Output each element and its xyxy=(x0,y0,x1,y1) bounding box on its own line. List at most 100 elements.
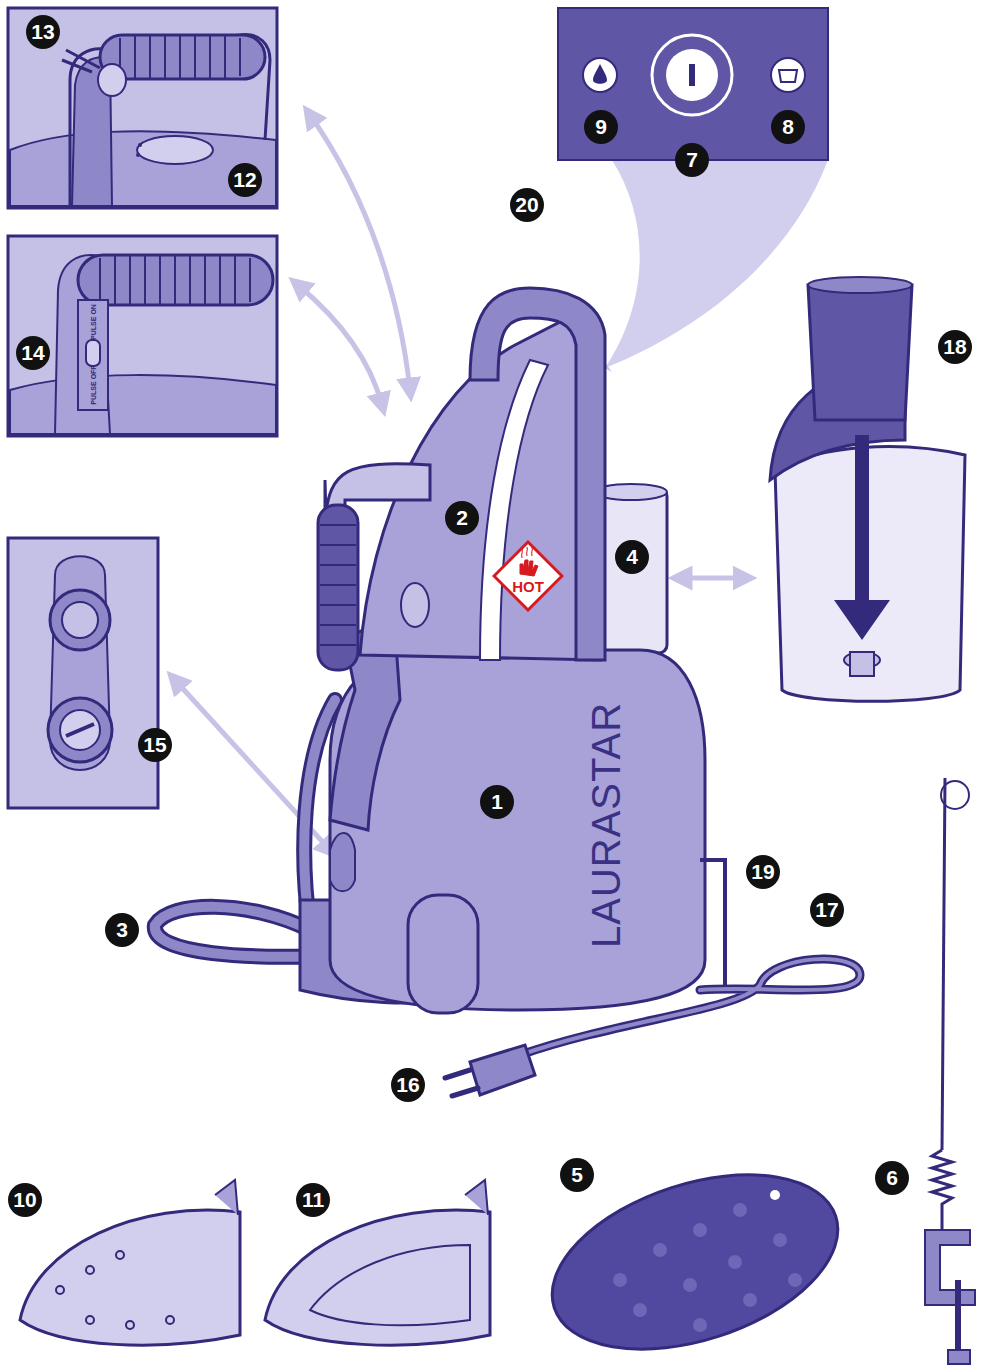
callout-number: 1 xyxy=(480,785,514,819)
soleplates-part xyxy=(215,1180,238,1215)
handle-inset-pulse-part xyxy=(100,255,250,305)
control-panel-part xyxy=(689,64,695,86)
filter-container xyxy=(770,277,965,701)
iron-part xyxy=(480,360,548,660)
callout-number: 11 xyxy=(296,1183,330,1217)
switch-label: PULSE OFF xyxy=(90,365,97,404)
warning-diamond-shape xyxy=(492,540,564,612)
silicone-mat-part xyxy=(733,1203,747,1217)
valve-inset-part xyxy=(50,590,110,650)
soleplates-part xyxy=(116,1251,124,1259)
filter-container-part xyxy=(775,447,965,702)
callout-number: 19 xyxy=(746,855,780,889)
handle-inset-top-part xyxy=(136,153,140,157)
iron-part xyxy=(470,288,605,660)
power-cord-part xyxy=(445,1070,478,1096)
handle-inset-top-part xyxy=(138,143,142,147)
handle-inset-pulse-part xyxy=(86,340,100,366)
silicone-mat-part xyxy=(693,1223,707,1237)
callout-number: 2 xyxy=(445,501,479,535)
soleplates-part xyxy=(56,1286,64,1294)
control-panel-part xyxy=(558,8,828,160)
handle-inset-pulse-part xyxy=(78,300,108,410)
callout-number: 4 xyxy=(615,540,649,574)
callout-number: 5 xyxy=(560,1158,594,1192)
silicone-mat-part xyxy=(693,1318,707,1332)
valve-inset-part xyxy=(60,710,100,750)
hose-clamp-part xyxy=(925,1230,975,1305)
iron-part xyxy=(401,583,429,627)
control-panel-part xyxy=(583,58,617,92)
handle-inset-top-part xyxy=(8,8,277,208)
callout-number: 18 xyxy=(938,330,972,364)
callout-number: 17 xyxy=(810,893,844,927)
warning-text: HOT xyxy=(492,578,564,595)
callout-number: 10 xyxy=(8,1183,42,1217)
control-panel xyxy=(558,8,828,160)
filter-container-part xyxy=(850,652,874,676)
pointer-arrows-part xyxy=(298,285,382,405)
handle-inset-top-part xyxy=(120,35,240,79)
control-panel-part xyxy=(593,64,607,84)
power-cord-part xyxy=(520,959,860,1055)
pointer-arrows-part xyxy=(680,576,745,581)
callout-number: 16 xyxy=(391,1068,425,1102)
callout-number: 14 xyxy=(16,336,50,370)
silicone-mat-part xyxy=(788,1273,802,1287)
soleplates-part xyxy=(166,1316,174,1324)
control-panel-part xyxy=(652,35,732,115)
callout-number: 13 xyxy=(26,15,60,49)
callout-number: 6 xyxy=(875,1161,909,1195)
hose-clamp xyxy=(925,778,975,1364)
valve-inset-part xyxy=(66,724,94,736)
soleplates-part xyxy=(465,1180,488,1215)
soleplates-part xyxy=(20,1210,240,1345)
iron xyxy=(318,288,605,830)
silicone-mat xyxy=(530,1142,860,1368)
iron-part xyxy=(318,505,358,670)
panel-pointer xyxy=(590,160,828,372)
soleplates-part xyxy=(265,1210,490,1345)
valve-inset xyxy=(8,538,158,808)
warning-diamond: HOT xyxy=(492,540,564,612)
iron-part xyxy=(320,525,356,645)
silicone-mat-part xyxy=(633,1303,647,1317)
pointer-arrows-part xyxy=(310,115,410,390)
filter-container-part xyxy=(834,435,890,640)
handle-inset-top-part xyxy=(137,136,213,164)
hose-clamp-part xyxy=(955,1280,961,1360)
silicone-mat-part xyxy=(773,1233,787,1247)
power-cord xyxy=(445,959,860,1096)
handle-inset-top-part xyxy=(10,131,276,206)
silicone-mat-part xyxy=(683,1278,697,1292)
soleplates xyxy=(20,1180,490,1345)
panel-pointer-part xyxy=(605,160,828,368)
soleplates-part xyxy=(310,1245,470,1325)
control-panel-part xyxy=(666,49,718,101)
hose-clamp-part xyxy=(948,1350,970,1364)
callout-number: 8 xyxy=(771,110,805,144)
soleplates-part xyxy=(86,1316,94,1324)
handle-inset-pulse-part xyxy=(8,236,277,436)
callout-number: 20 xyxy=(510,188,544,222)
warning-diamond-outline xyxy=(494,542,562,610)
base-unit-part xyxy=(330,833,355,891)
valve-inset-part xyxy=(48,698,112,762)
handle-inset-top xyxy=(8,8,277,208)
base-unit-part xyxy=(700,860,725,990)
hose-clamp-part xyxy=(942,778,945,1150)
handle-inset-top-part xyxy=(98,64,126,96)
control-panel-part xyxy=(771,58,805,92)
handle-inset-pulse xyxy=(8,236,277,436)
silicone-mat-part xyxy=(530,1142,860,1368)
soleplates-part xyxy=(86,1266,94,1274)
filter-container-part xyxy=(808,285,912,420)
callout-number: 3 xyxy=(105,913,139,947)
silicone-mat-part xyxy=(770,1190,780,1200)
callout-number: 9 xyxy=(584,110,618,144)
hot-hand-icon xyxy=(520,547,538,576)
valve-inset-part xyxy=(8,538,158,808)
silicone-mat-part xyxy=(743,1293,757,1307)
callout-number: 7 xyxy=(675,143,709,177)
